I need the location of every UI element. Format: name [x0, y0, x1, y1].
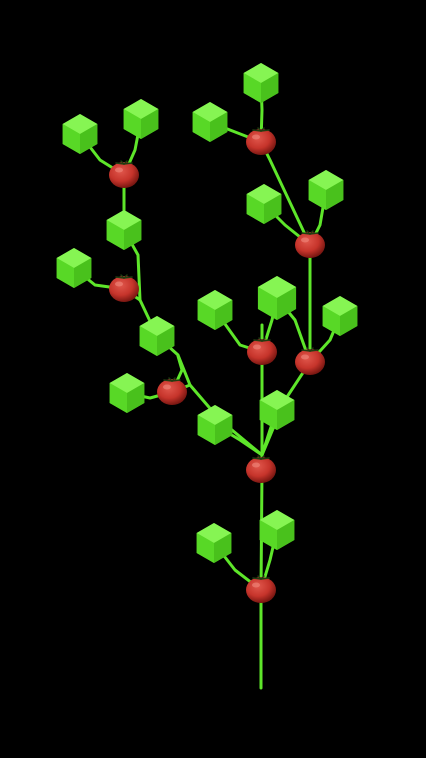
leaf-cube [259, 510, 295, 550]
leaf-group [56, 63, 358, 563]
leaf-cube [123, 99, 159, 139]
leaf-cube [196, 523, 232, 563]
tomato [247, 337, 277, 365]
leaf-cube [106, 210, 142, 250]
tomato [246, 127, 276, 155]
leaf-cube [109, 373, 145, 413]
tomato [109, 274, 139, 302]
leaf-cube [246, 184, 282, 224]
leaf-cube [192, 102, 228, 142]
leaf-cube [257, 276, 297, 320]
leaf-cube [322, 296, 358, 336]
tomato [109, 160, 139, 188]
tomato [295, 230, 325, 258]
tomato [295, 347, 325, 375]
stem-segment [259, 323, 264, 690]
tomato [157, 377, 187, 405]
leaf-cube [139, 316, 175, 356]
leaf-cube [308, 170, 344, 210]
leaf-cube [259, 390, 295, 430]
leaf-cube [197, 290, 233, 330]
tomato-group [109, 127, 325, 603]
leaf-cube [243, 63, 279, 103]
leaf-cube [56, 248, 92, 288]
leaf-cube [197, 405, 233, 445]
leaf-cube [62, 114, 98, 154]
tomato [246, 575, 276, 603]
tomato [246, 455, 276, 483]
